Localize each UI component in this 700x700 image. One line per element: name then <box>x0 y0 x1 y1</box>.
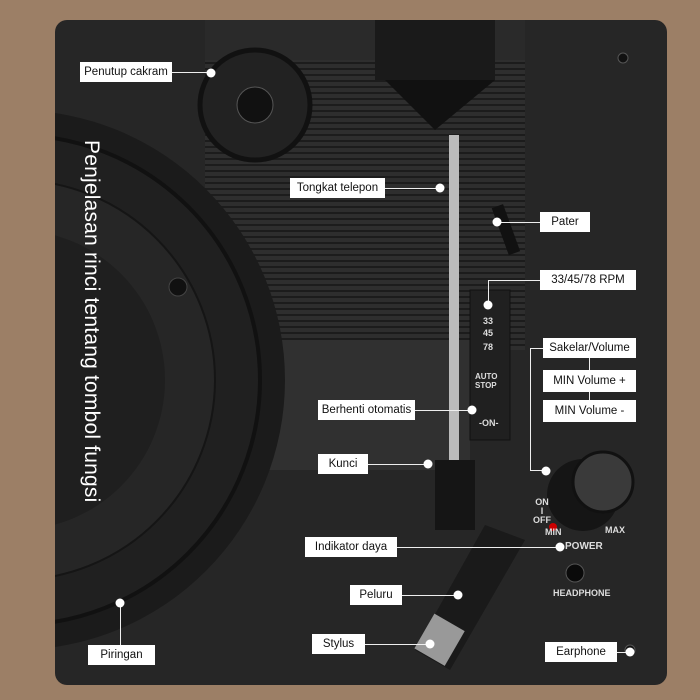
label-volume-down: MIN Volume - <box>543 400 636 422</box>
label-switch-volume: Sakelar/Volume <box>543 338 636 358</box>
label-auto-stop: Berhenti otomatis <box>318 400 415 420</box>
speed-marker <box>483 300 493 310</box>
tonearm-icon <box>449 135 459 515</box>
cartridge-marker <box>453 590 463 600</box>
label-earphone: Earphone <box>545 642 617 662</box>
label-power-indicator: Indikator daya <box>305 537 397 557</box>
power-marker <box>555 542 565 552</box>
earphone-marker <box>625 647 635 657</box>
label-speed: 33/45/78 RPM <box>540 270 636 290</box>
label-tonearm: Tongkat telepon <box>290 178 385 198</box>
headphone-jack <box>565 563 585 583</box>
lever-marker <box>492 217 502 227</box>
headphone-text: HEADPHONE <box>553 588 611 598</box>
turntable-illustration <box>55 20 636 670</box>
platter-marker <box>115 598 125 608</box>
stylus-marker <box>425 639 435 649</box>
volume-marker <box>541 466 551 476</box>
label-stylus: Stylus <box>312 634 365 654</box>
on-text: -ON- <box>479 418 499 428</box>
label-cartridge: Peluru <box>350 585 402 605</box>
power-text: POWER <box>565 541 603 552</box>
lever-icon <box>491 204 521 256</box>
label-platter: Piringan <box>88 645 155 665</box>
disc-cover-marker <box>206 68 216 78</box>
power-led <box>549 523 557 531</box>
max-text: MAX <box>605 525 625 535</box>
min-text: MIN <box>545 527 562 537</box>
lock-marker <box>423 459 433 469</box>
speed-45: 45 <box>483 328 494 338</box>
auto-stop-marker <box>467 405 477 415</box>
speed-78: 78 <box>483 342 494 352</box>
label-lock: Kunci <box>318 454 368 474</box>
label-volume-up: MIN Volume + <box>543 370 636 392</box>
auto-stop-text: AUTO STOP <box>475 372 498 390</box>
label-disc-cover: Penutup cakram <box>80 62 172 82</box>
on-off-text: ON I OFF <box>533 497 551 525</box>
turntable-panel: 33 45 78 AUTO STOP -ON- ON I OFF MIN MAX… <box>55 20 667 685</box>
speed-33: 33 <box>483 316 494 326</box>
diagram-title: Penjelasan rinci tentang tombol fungsi <box>80 140 103 503</box>
tonearm-marker <box>435 183 445 193</box>
label-lever: Pater <box>540 212 590 232</box>
